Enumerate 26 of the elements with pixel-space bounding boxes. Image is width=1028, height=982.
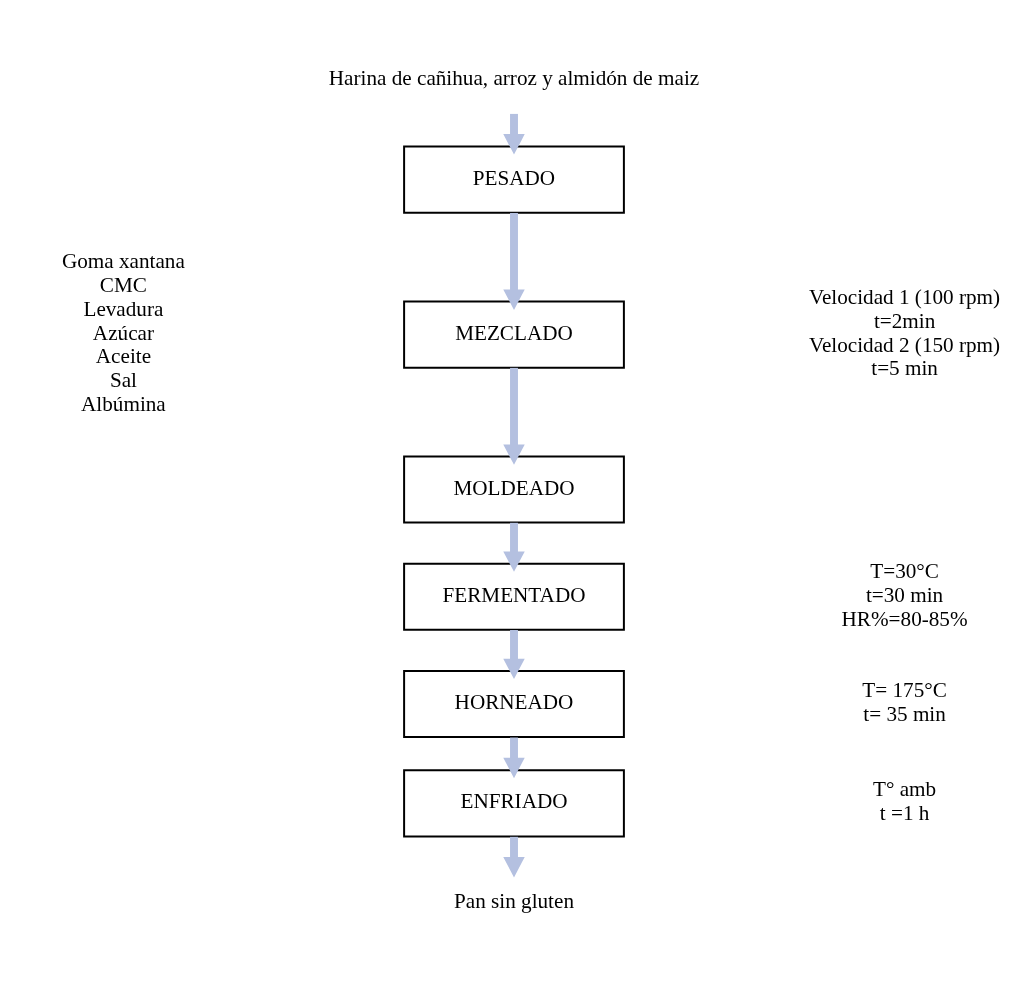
node-label: T=30°C: [870, 558, 939, 583]
label: Goma xantana: [61, 248, 185, 273]
node-label: t=5 min: [871, 355, 938, 380]
node-label: Velocidad 2 (150 rpm): [809, 332, 1001, 357]
node-box: HORNEADO: [403, 669, 625, 738]
node-box: MOLDEADO: [403, 454, 625, 524]
label: Aceite: [95, 343, 152, 368]
node-box: PESADO: [403, 145, 625, 214]
label: CMC: [99, 272, 147, 297]
label: Sal: [109, 367, 137, 392]
node-label: HR%=80-85%: [841, 606, 968, 631]
label: Levadura: [83, 296, 164, 321]
node-label: T° amb: [873, 776, 937, 801]
node-box: MEZCLADO: [403, 300, 625, 369]
node-label: Velocidad 1 (100 rpm): [809, 284, 1001, 309]
node-text: Harina de cañihua, arroz y almidón de maiz: [328, 65, 700, 90]
node-text: Pan sin gluten: [454, 888, 574, 913]
node-label: t =1 h: [879, 800, 930, 825]
node-label: T= 175°C: [862, 677, 947, 702]
node-box: ENFRIADO: [403, 768, 625, 837]
node-label: t=2min: [873, 308, 936, 333]
node-label: t=30 min: [865, 582, 944, 607]
label: Albúmina: [81, 391, 166, 416]
node-box: FERMENTADO: [403, 562, 625, 631]
label: Azúcar: [92, 320, 154, 345]
node-label: t= 35 min: [863, 701, 946, 726]
